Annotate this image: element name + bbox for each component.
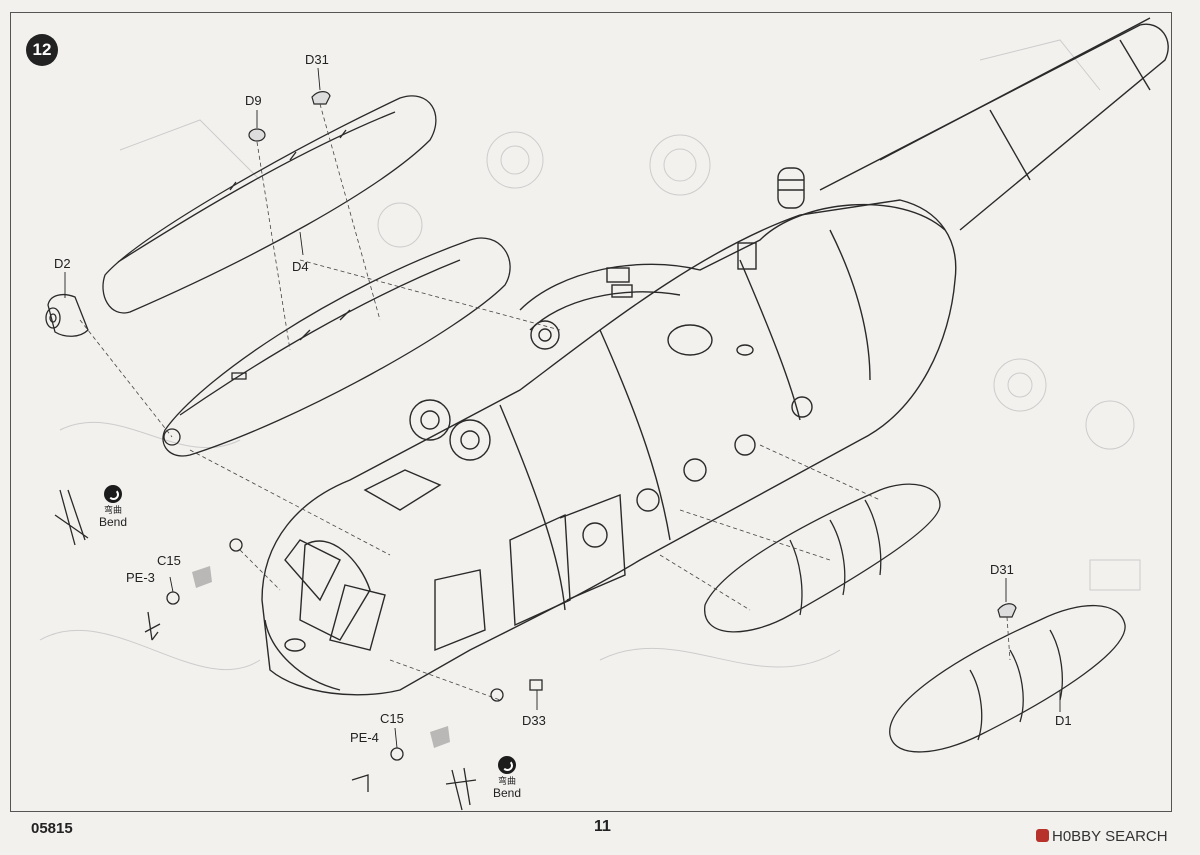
direction-arrows xyxy=(192,566,450,748)
fuel-tank-installed-left xyxy=(162,237,511,457)
callout-d2: D2 xyxy=(54,256,71,271)
callout-c15-left: C15 xyxy=(157,553,181,568)
bend-label-cn: 弯曲 xyxy=(498,776,517,786)
pins-d9-d31 xyxy=(248,91,1017,618)
aux-tank-mounted xyxy=(704,483,941,633)
watermark: H0BBY SEARCH xyxy=(1036,828,1168,845)
callout-leader-lines xyxy=(64,67,1061,749)
step-number-badge: 12 xyxy=(26,34,58,66)
fuel-tank-d4 xyxy=(102,95,437,314)
small-parts xyxy=(54,489,543,811)
callout-d9: D9 xyxy=(245,93,262,108)
page-number: 11 xyxy=(594,818,611,835)
callout-pe3: PE-3 xyxy=(126,570,155,585)
bend-label-en: Bend xyxy=(99,515,128,529)
callout-d4: D4 xyxy=(292,259,309,274)
callout-c15-bottom: C15 xyxy=(380,711,404,726)
background-ghost-parts xyxy=(39,39,1141,671)
part-d2 xyxy=(45,294,89,337)
bend-note-left: 弯曲 Bend xyxy=(99,485,127,529)
fuselage xyxy=(261,17,1169,696)
bend-icon xyxy=(104,485,123,503)
watermark-text: H0BBY SEARCH xyxy=(1052,828,1168,845)
aux-tank-d1 xyxy=(889,604,1126,753)
callout-d1: D1 xyxy=(1055,713,1072,728)
callout-d31-top: D31 xyxy=(305,52,329,67)
watermark-logo-icon xyxy=(1036,829,1049,842)
bend-label-en: Bend xyxy=(493,786,522,800)
callout-d33: D33 xyxy=(522,713,546,728)
assembly-guide-lines xyxy=(79,103,1011,701)
callout-d31-right: D31 xyxy=(990,562,1014,577)
bend-label-cn: 弯曲 xyxy=(104,505,123,515)
product-code: 05815 xyxy=(31,820,73,837)
instruction-page-frame xyxy=(10,12,1172,812)
callout-pe4: PE-4 xyxy=(350,730,379,745)
bend-icon xyxy=(498,756,517,774)
bend-note-bottom: 弯曲 Bend xyxy=(493,756,521,800)
